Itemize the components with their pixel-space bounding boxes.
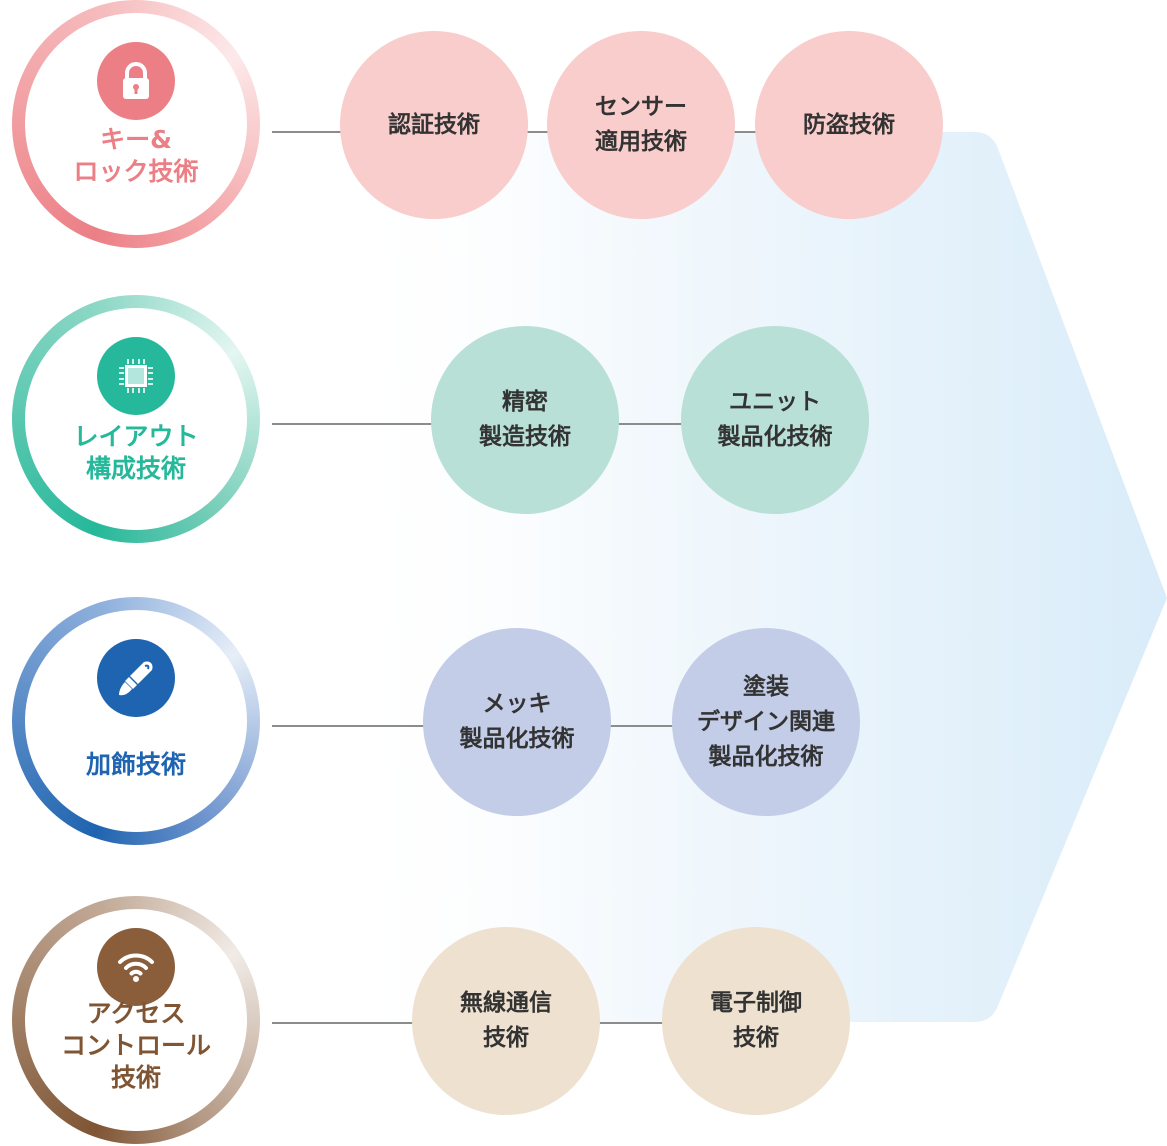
node-unit-productization: ユニット 製品化技術 (681, 326, 869, 514)
node-painting-design-productization: 塗装 デザイン関連 製品化技術 (672, 628, 860, 816)
category-label: キー& ロック技術 (73, 125, 199, 186)
category-circle-access-control: アクセス コントロール 技術 (12, 896, 260, 1144)
category-label: レイアウト 構成技術 (73, 422, 199, 483)
node-precision-manufacturing: 精密 製造技術 (431, 326, 619, 514)
lock-icon (97, 42, 175, 120)
row-decoration: 加飾技術 メッキ 製品化技術 塗装 デザイン関連 製品化技術 (0, 597, 1167, 847)
category-circle-key-lock: キー& ロック技術 (12, 0, 260, 248)
category-circle-layout: レイアウト 構成技術 (12, 295, 260, 543)
category-label: 加飾技術 (85, 750, 186, 779)
category-label: アクセス コントロール 技術 (60, 999, 211, 1092)
node-plating-productization: メッキ 製品化技術 (423, 628, 611, 816)
node-electronic-control: 電子制御 技術 (662, 927, 850, 1115)
row-key-lock: キー& ロック技術 認証技術 センサー 適用技術 防盗技術 (0, 0, 1167, 250)
category-circle-decoration: 加飾技術 (12, 597, 260, 845)
wifi-icon (97, 928, 175, 1006)
row-layout: レイアウト 構成技術 精密 製造技術 ユニット 製品化技術 (0, 295, 1167, 545)
node-anti-theft: 防盗技術 (755, 31, 943, 219)
node-wireless-communication: 無線通信 技術 (412, 927, 600, 1115)
paintbrush-icon (97, 639, 175, 717)
node-authentication: 認証技術 (340, 31, 528, 219)
row-access-control: アクセス コントロール 技術 無線通信 技術 電子制御 技術 (0, 896, 1167, 1146)
chip-icon (97, 337, 175, 415)
node-sensor-application: センサー 適用技術 (547, 31, 735, 219)
